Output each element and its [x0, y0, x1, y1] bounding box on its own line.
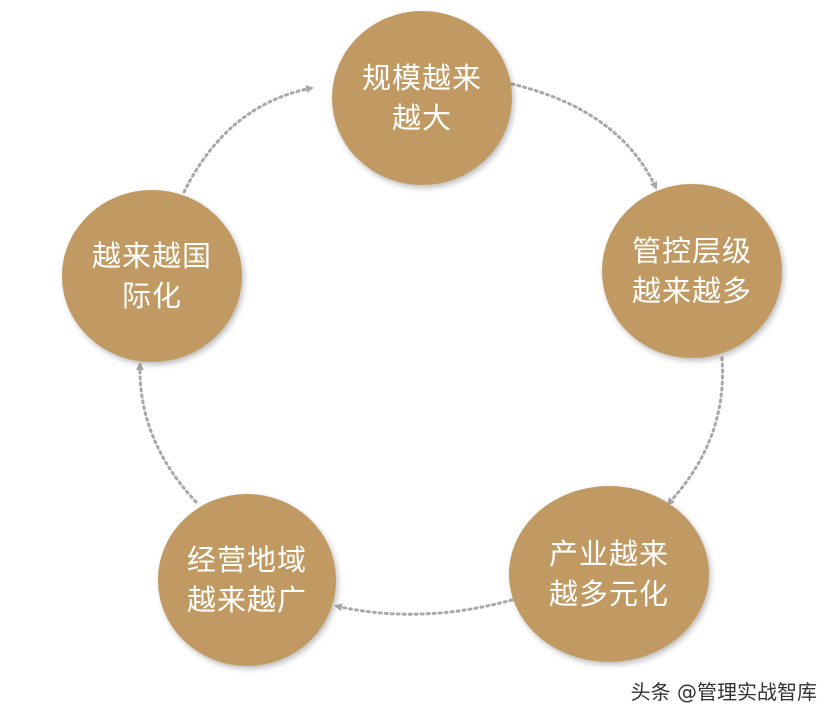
node-scale: 规模越来 越大	[332, 11, 512, 185]
node-internationalization-line1: 越来越国	[91, 239, 212, 273]
node-internationalization-line2: 际化	[121, 279, 182, 313]
node-management-levels-line2: 越来越多	[631, 274, 752, 308]
node-scale-line2: 越大	[391, 101, 452, 135]
arrow-left-to-top	[182, 85, 314, 194]
arrow-bottom-left-to-left	[135, 362, 198, 504]
node-diversification-line1: 产业越来	[548, 537, 669, 571]
arrow-top-to-right	[510, 82, 658, 190]
cycle-arrows	[135, 82, 725, 616]
node-operating-region-line1: 经营地域	[186, 543, 307, 577]
node-internationalization: 越来越国 际化	[62, 190, 242, 362]
node-scale-line1: 规模越来	[361, 61, 482, 95]
node-management-levels-line1: 管控层级	[631, 234, 752, 268]
arrow-bottom-right-to-bottom-left	[334, 598, 514, 616]
node-operating-region: 经营地域 越来越广	[158, 494, 336, 666]
node-diversification-line2: 越多元化	[548, 577, 669, 611]
node-operating-region-line2: 越来越广	[186, 583, 307, 617]
node-management-levels: 管控层级 越来越多	[602, 184, 782, 358]
arrow-right-to-bottom-right	[666, 356, 725, 506]
node-diversification: 产业越来 越多元化	[509, 486, 709, 662]
watermark: 头条 @管理实战智库	[630, 680, 817, 704]
